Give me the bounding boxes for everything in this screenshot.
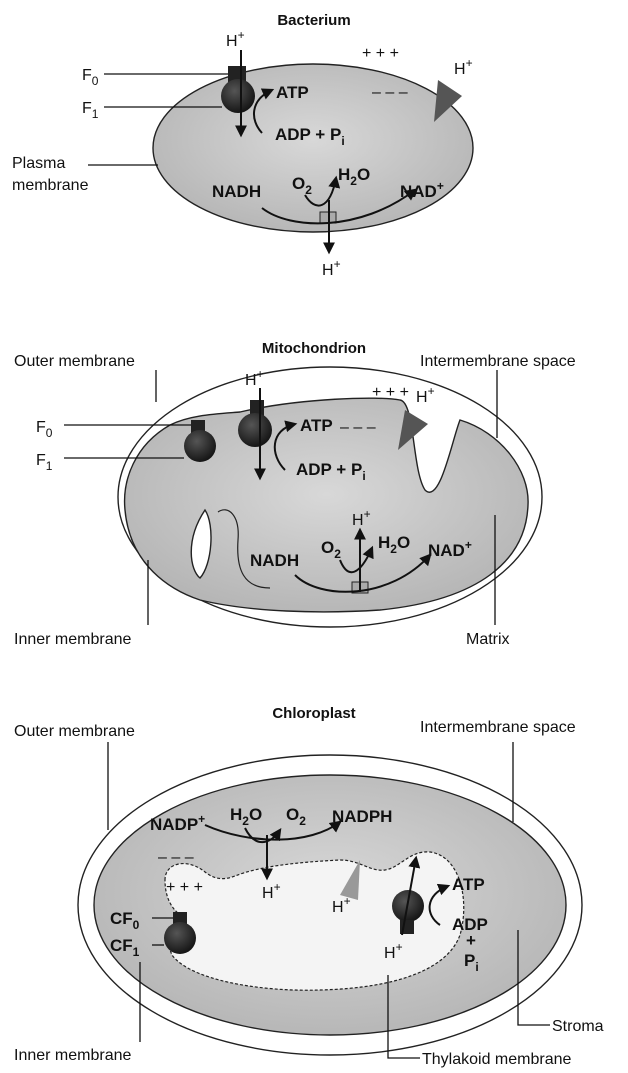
mitochondrion-panel: Mitochondrion H+ F0 F1 ATP ADP + Pi + + … — [14, 340, 576, 648]
positive-charges: + + + — [362, 45, 399, 62]
f0-label: F0 — [36, 419, 53, 440]
positive-charges: + + + — [372, 384, 409, 401]
positive-charges: + + + — [166, 879, 203, 896]
inner-membrane-label: Inner membrane — [14, 1047, 131, 1064]
negative-charges: – – – — [372, 84, 408, 101]
nadh-label: NADH — [212, 182, 261, 201]
matrix-label: Matrix — [466, 631, 510, 648]
negative-charges: – – – — [340, 419, 376, 436]
negative-charges: – – – — [158, 849, 194, 866]
atp-label: ATP — [452, 875, 485, 894]
f1-subunit — [238, 413, 272, 447]
intermembrane-label: Intermembrane space — [420, 353, 576, 370]
nadph-label: NADPH — [332, 807, 392, 826]
nadh-label: NADH — [250, 551, 299, 570]
proton-label-right: H+ — [454, 56, 473, 78]
cf1-subunit — [164, 922, 196, 954]
intermembrane-label: Intermembrane space — [420, 719, 576, 736]
bacterium-title: Bacterium — [277, 12, 350, 29]
f1-subunit — [221, 79, 255, 113]
stroma-label: Stroma — [552, 1018, 604, 1035]
atp-label: ATP — [300, 416, 333, 435]
outer-membrane-label: Outer membrane — [14, 353, 135, 370]
bacterium-cell — [153, 64, 473, 232]
nadp-label: NADP+ — [150, 812, 205, 834]
proton-label-bottom: H+ — [322, 257, 341, 279]
plasma-membrane-label-1: Plasma — [12, 155, 65, 172]
f1-subunit — [184, 430, 216, 462]
atp-label: ATP — [276, 83, 309, 102]
chloroplast-panel: Chloroplast CF0 CF1 NADP+ H2O O2 NADPH –… — [14, 705, 604, 1068]
chloroplast-title: Chloroplast — [272, 705, 355, 722]
f0-label: F0 — [82, 67, 99, 88]
plus-sign: + — [466, 931, 476, 950]
proton-label-top: H+ — [226, 28, 245, 50]
plasma-membrane-label-2: membrane — [12, 177, 89, 194]
outer-membrane-label: Outer membrane — [14, 723, 135, 740]
thylakoid-label: Thylakoid membrane — [422, 1051, 572, 1068]
inner-membrane-label: Inner membrane — [14, 631, 131, 648]
bacterium-panel: Bacterium H+ F0 F1 ATP ADP + Pi + + + – … — [12, 12, 473, 279]
mitochondrion-title: Mitochondrion — [262, 340, 366, 357]
f1-label: F1 — [82, 100, 99, 121]
f1-label: F1 — [36, 452, 53, 473]
